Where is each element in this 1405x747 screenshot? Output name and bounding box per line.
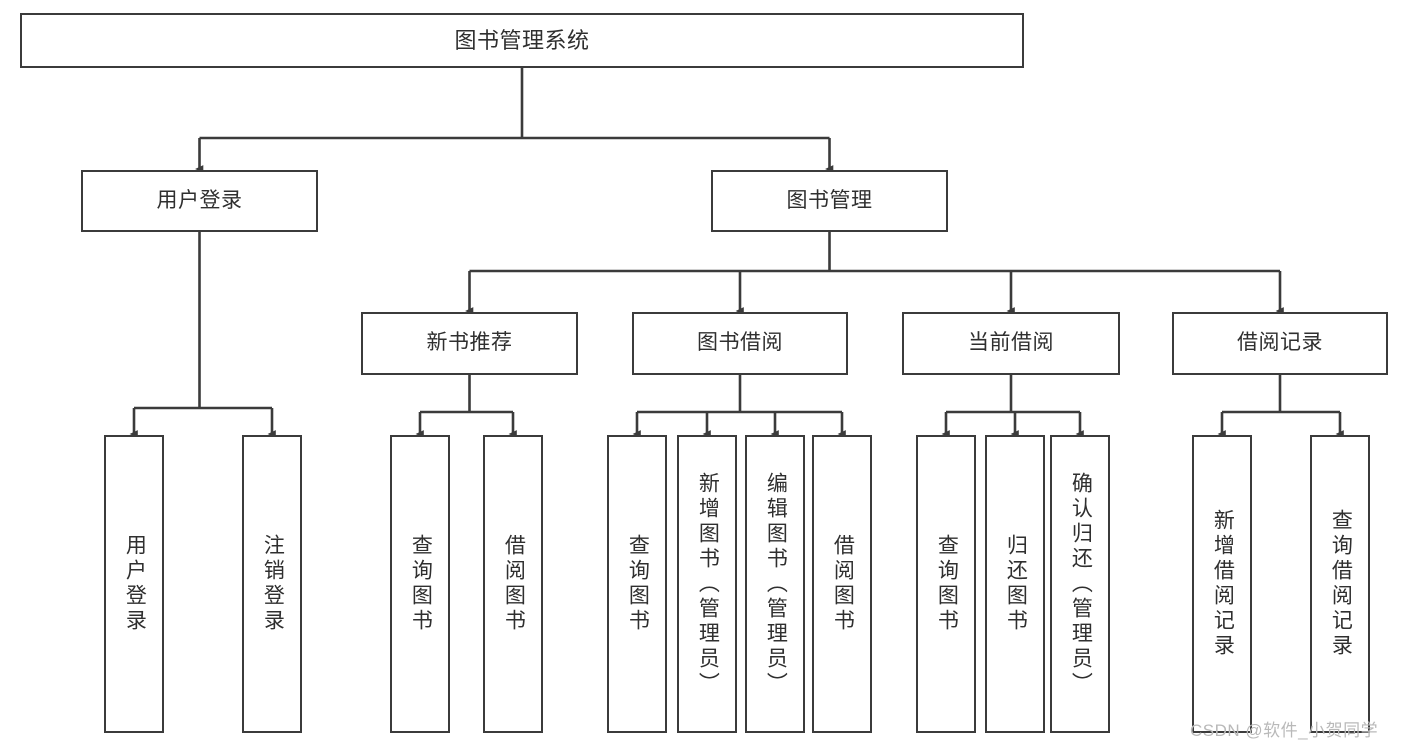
- node-leaf-query-books-label: 查询图书: [626, 534, 650, 634]
- node-leaf-borrow-books-label: 借阅图书: [831, 534, 855, 634]
- node-leaf-add-book-admin[interactable]: 新增图书（管理员）: [677, 435, 737, 733]
- node-leaf-logout-label: 注销登录: [261, 534, 285, 634]
- node-leaf-logout[interactable]: 注销登录: [242, 435, 302, 733]
- node-leaf-query-borrow-record-label: 查询借阅记录: [1329, 509, 1353, 659]
- node-book-management[interactable]: 图书管理: [711, 170, 948, 232]
- node-user-login-label: 用户登录: [156, 188, 243, 212]
- node-leaf-borrow-books-rec-label: 借阅图书: [502, 534, 526, 634]
- node-leaf-edit-book-admin-label: 编辑图书（管理员）: [764, 471, 788, 697]
- node-leaf-confirm-return-admin[interactable]: 确认归还（管理员）: [1050, 435, 1110, 733]
- node-leaf-return-books-label: 归还图书: [1004, 534, 1028, 634]
- node-leaf-confirm-return-admin-label: 确认归还（管理员）: [1069, 471, 1093, 697]
- node-new-book-recommendation-label: 新书推荐: [426, 331, 513, 355]
- node-leaf-add-book-admin-label: 新增图书（管理员）: [696, 471, 720, 697]
- node-leaf-query-books[interactable]: 查询图书: [607, 435, 667, 733]
- node-borrow-records-label: 借阅记录: [1237, 331, 1323, 355]
- node-leaf-query-borrow-record[interactable]: 查询借阅记录: [1310, 435, 1370, 733]
- node-leaf-user-login[interactable]: 用户登录: [104, 435, 164, 733]
- node-root-label: 图书管理系统: [454, 27, 590, 53]
- node-leaf-query-books-current[interactable]: 查询图书: [916, 435, 976, 733]
- node-user-login[interactable]: 用户登录: [81, 170, 318, 232]
- node-leaf-query-books-rec-label: 查询图书: [409, 534, 433, 634]
- node-leaf-user-login-label: 用户登录: [123, 534, 147, 634]
- node-leaf-borrow-books[interactable]: 借阅图书: [812, 435, 872, 733]
- node-new-book-recommendation[interactable]: 新书推荐: [361, 312, 578, 375]
- node-leaf-edit-book-admin[interactable]: 编辑图书（管理员）: [745, 435, 805, 733]
- node-leaf-borrow-books-rec[interactable]: 借阅图书: [483, 435, 543, 733]
- node-book-management-label: 图书管理: [786, 188, 873, 212]
- node-leaf-add-borrow-record[interactable]: 新增借阅记录: [1192, 435, 1252, 733]
- node-leaf-query-books-current-label: 查询图书: [935, 534, 959, 634]
- node-borrow-records[interactable]: 借阅记录: [1172, 312, 1388, 375]
- node-current-borrowing-label: 当前借阅: [968, 331, 1054, 355]
- node-leaf-add-borrow-record-label: 新增借阅记录: [1211, 509, 1235, 659]
- node-book-borrowing-label: 图书借阅: [697, 331, 783, 355]
- node-book-borrowing[interactable]: 图书借阅: [632, 312, 848, 375]
- node-leaf-query-books-rec[interactable]: 查询图书: [390, 435, 450, 733]
- node-leaf-return-books[interactable]: 归还图书: [985, 435, 1045, 733]
- node-current-borrowing[interactable]: 当前借阅: [902, 312, 1120, 375]
- node-root[interactable]: 图书管理系统: [20, 13, 1024, 68]
